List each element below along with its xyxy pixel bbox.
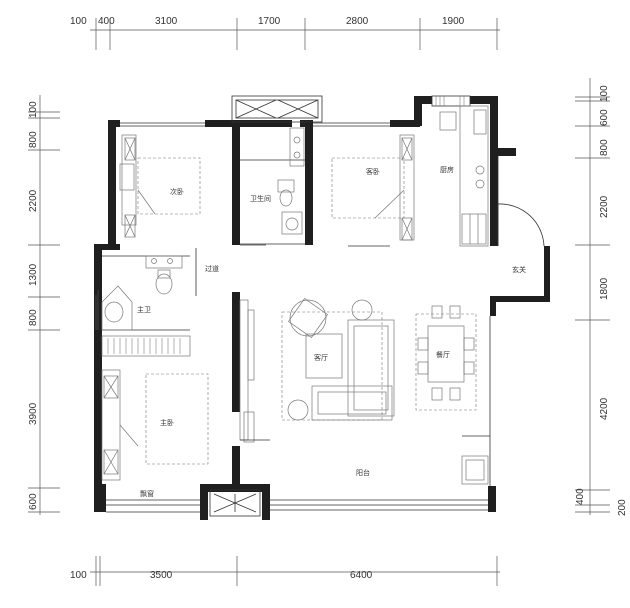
left-dim-2200: 2200 xyxy=(28,189,39,212)
dining-room-label: 餐厅 xyxy=(436,350,450,359)
right-dim-600: 600 xyxy=(599,109,610,126)
bottom-dim-6400: 6400 xyxy=(350,570,373,581)
right-dim-400: 400 xyxy=(575,488,586,505)
left-dim-3900: 3900 xyxy=(28,402,39,425)
bay-window-label: 飘窗 xyxy=(140,489,154,498)
top-window xyxy=(231,95,323,123)
second-bedroom-furniture xyxy=(119,134,201,238)
top-dim-1900: 1900 xyxy=(442,16,465,27)
kitchen-counter xyxy=(439,105,489,247)
top-dim-1700: 1700 xyxy=(258,16,281,27)
right-dim-4200: 4200 xyxy=(599,397,610,420)
master-bedroom-label: 主卧 xyxy=(160,418,174,427)
bathroom-fixtures xyxy=(240,127,305,246)
bottom-dim-3500: 3500 xyxy=(150,570,173,581)
dining-room-furniture xyxy=(415,305,477,411)
thin-outlines xyxy=(102,122,545,513)
entrance-label: 玄关 xyxy=(512,265,526,274)
bottom-window xyxy=(209,489,261,517)
second-bedroom-label: 次卧 xyxy=(170,187,184,196)
guest-bedroom-label: 客卧 xyxy=(366,167,380,176)
right-dim-200: 200 xyxy=(617,499,628,516)
left-dim-600: 600 xyxy=(28,493,39,510)
left-dim-800b: 800 xyxy=(28,309,39,326)
right-dim-100: 100 xyxy=(599,85,610,102)
master-bedroom-furniture xyxy=(101,299,270,481)
corridor-label: 过道 xyxy=(205,264,219,273)
top-dim-400: 400 xyxy=(98,16,115,27)
bottom-dimension-line: 100 3500 6400 xyxy=(70,556,500,586)
balcony-fixtures xyxy=(461,435,490,485)
balcony-label: 阳台 xyxy=(356,468,370,477)
top-dim-100: 100 xyxy=(70,16,87,27)
kitchen-label: 厨房 xyxy=(440,165,454,174)
right-dimension-line: 100 600 800 2200 1800 4200 400 200 xyxy=(575,78,628,516)
walls xyxy=(94,96,550,520)
left-dim-800: 800 xyxy=(28,131,39,148)
right-dim-800: 800 xyxy=(599,139,610,156)
left-dim-1300: 1300 xyxy=(28,263,39,286)
wardrobe xyxy=(101,335,191,357)
guest-bedroom-furniture xyxy=(331,134,415,247)
top-dimension-line: 100 400 3100 1700 2800 1900 xyxy=(70,16,500,50)
kitchen-window xyxy=(431,95,471,107)
top-dim-3100: 3100 xyxy=(155,16,178,27)
master-bath-fixtures xyxy=(95,255,183,331)
left-dim-100: 100 xyxy=(28,101,39,118)
living-room-label: 客厅 xyxy=(314,353,328,362)
bathroom-label: 卫生间 xyxy=(250,194,271,203)
right-dim-1800: 1800 xyxy=(599,277,610,300)
right-dim-2200: 2200 xyxy=(599,195,610,218)
top-dim-2800: 2800 xyxy=(346,16,369,27)
left-dimension-line: 100 800 2200 1300 800 3900 600 xyxy=(28,95,60,515)
master-bath-label: 主卫 xyxy=(137,305,151,314)
bottom-dim-100: 100 xyxy=(70,570,87,581)
living-room-furniture xyxy=(281,298,395,421)
